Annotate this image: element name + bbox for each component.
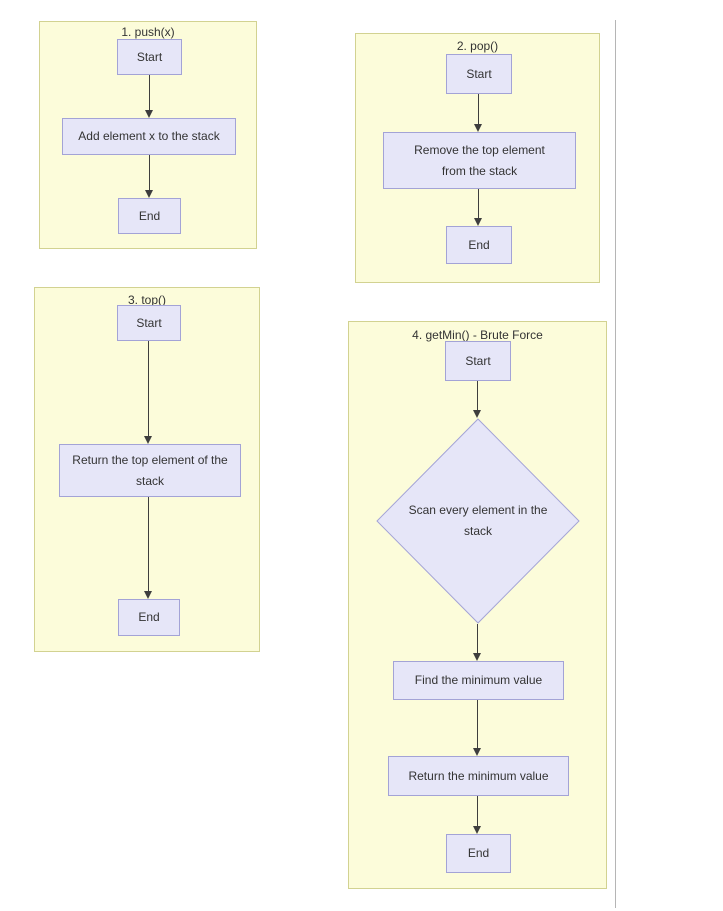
end-label: End xyxy=(138,610,160,624)
start-label: Start xyxy=(136,315,162,330)
flowchart-title: 2. pop() xyxy=(456,39,499,53)
end-node[interactable]: End xyxy=(118,198,181,234)
flowchart-top[interactable]: 3. top() Start Return the top element of… xyxy=(34,287,260,652)
process-node[interactable]: Return the top element of the stack xyxy=(59,444,241,497)
flowchart-pop[interactable]: 2. pop() Start Remove the top element fr… xyxy=(355,33,600,283)
flow-arrow xyxy=(473,624,482,661)
process-node[interactable]: Remove the top element from the stack xyxy=(383,132,576,189)
start-node[interactable]: Start xyxy=(117,305,181,341)
process-label: Return the minimum value xyxy=(408,768,549,783)
diamond-shape xyxy=(376,418,580,624)
process-label: Add element x to the stack xyxy=(78,129,220,143)
start-node[interactable]: Start xyxy=(445,341,511,381)
flow-arrow xyxy=(145,155,154,198)
start-node[interactable]: Start xyxy=(117,39,182,75)
flowchart-title: 3. top() xyxy=(127,293,166,307)
process-label: Find the minimum value xyxy=(414,673,543,687)
process-node[interactable]: Find the minimum value xyxy=(393,661,564,700)
process-label: Remove the top element from the stack xyxy=(414,142,545,178)
end-node[interactable]: End xyxy=(446,834,511,873)
flow-arrow xyxy=(473,700,482,756)
flow-arrow xyxy=(144,341,153,444)
flowchart-getmin[interactable]: 4. getMin() - Brute Force Start Scan eve… xyxy=(348,321,607,889)
end-label: End xyxy=(467,846,490,860)
process-label: Return the top element of the stack xyxy=(72,452,228,488)
end-label: End xyxy=(468,237,490,252)
start-node[interactable]: Start xyxy=(446,54,512,94)
start-label: Start xyxy=(136,49,163,64)
start-label: Start xyxy=(465,353,491,368)
page-boundary-line xyxy=(615,20,616,908)
end-node[interactable]: End xyxy=(446,226,512,264)
end-label: End xyxy=(138,208,161,223)
flowchart-title: 1. push(x) xyxy=(121,25,175,39)
process-node[interactable]: Return the minimum value xyxy=(388,756,569,796)
flow-arrow xyxy=(474,94,483,132)
flowchart-push[interactable]: 1. push(x) Start Add element x to the st… xyxy=(39,21,257,249)
flow-arrow xyxy=(473,381,482,418)
flow-arrow xyxy=(474,189,483,226)
decision-label: Scan every element in the stack xyxy=(408,503,548,538)
decision-node[interactable]: Scan every element in the stack xyxy=(376,418,580,624)
end-node[interactable]: End xyxy=(118,599,180,636)
process-node[interactable]: Add element x to the stack xyxy=(62,118,236,155)
flow-arrow xyxy=(145,75,154,118)
flowchart-title: 4. getMin() - Brute Force xyxy=(412,328,543,342)
flow-arrow xyxy=(144,497,153,599)
flow-arrow xyxy=(473,796,482,834)
start-label: Start xyxy=(466,66,492,81)
